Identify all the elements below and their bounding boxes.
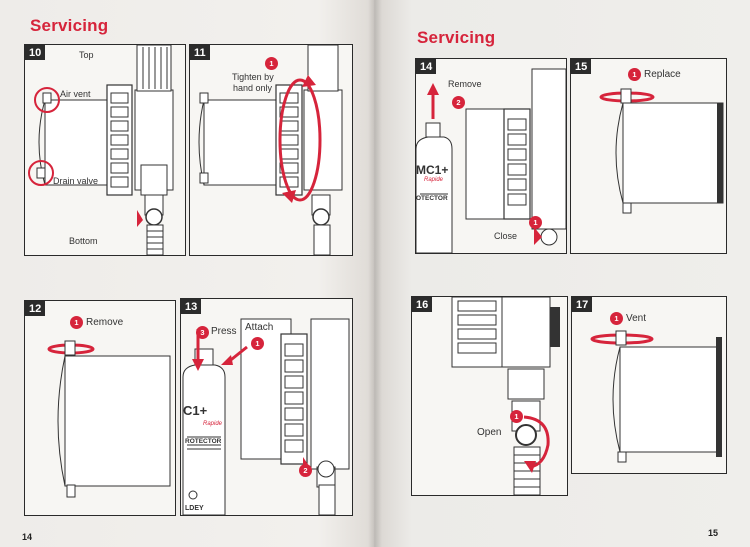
step-13-panel: 13 bbox=[180, 298, 353, 516]
label-remove: Remove bbox=[86, 317, 124, 328]
right-page: Servicing 14 Remove 2 Close 1 M bbox=[374, 0, 750, 547]
step-number: 11 bbox=[190, 45, 210, 60]
step-15-panel: 15 1 Replace bbox=[570, 58, 727, 254]
label-drain-valve: Drain valve bbox=[53, 176, 99, 186]
pump-diagram bbox=[590, 330, 722, 463]
brand-name: LDEY bbox=[185, 505, 204, 512]
step-12-panel: 12 1 Remove bbox=[24, 300, 176, 516]
step-number: 17 bbox=[572, 297, 593, 312]
label-tighten-line2: hand only bbox=[233, 83, 273, 93]
label-air-vent: Air vent bbox=[60, 89, 91, 99]
page-number: 15 bbox=[708, 528, 719, 538]
label-tighten-line1: Tighten by bbox=[232, 72, 274, 82]
badge-remove: 2 bbox=[452, 96, 465, 109]
page-number: 14 bbox=[22, 532, 33, 542]
step-number: 15 bbox=[571, 59, 592, 74]
step-number: 16 bbox=[412, 297, 433, 312]
label-close: Close bbox=[494, 231, 518, 241]
step-number: 12 bbox=[25, 301, 46, 316]
step-11-panel: 11 1 Tighten by hand only bbox=[189, 44, 353, 256]
left-page: Servicing 10 bbox=[0, 0, 374, 547]
step-badge: 1 bbox=[265, 57, 278, 70]
pump-diagram bbox=[182, 318, 350, 515]
label-attach: Attach bbox=[245, 322, 274, 333]
label-open: Open bbox=[477, 427, 502, 438]
page-heading: Servicing bbox=[30, 16, 109, 35]
product-sub: Rapide bbox=[203, 421, 223, 427]
step-10-panel: 10 bbox=[24, 44, 186, 256]
badge-valve: 2 bbox=[299, 464, 312, 477]
book-gutter bbox=[368, 0, 382, 547]
product-name: C1+ bbox=[183, 403, 208, 418]
step-number: 13 bbox=[181, 299, 202, 314]
pump-diagram bbox=[47, 340, 171, 498]
pump-diagram bbox=[451, 297, 560, 495]
badge-close: 1 bbox=[529, 216, 542, 229]
label-vent: Vent bbox=[626, 313, 647, 324]
pump-diagram bbox=[198, 45, 343, 255]
step-number: 10 bbox=[25, 45, 46, 60]
step-number: 14 bbox=[416, 59, 437, 74]
step-badge: 1 bbox=[628, 68, 641, 81]
page-heading: Servicing bbox=[417, 28, 496, 47]
step-14-panel: 14 Remove 2 Close 1 MC1+ Rapide OTEC bbox=[415, 58, 567, 254]
pump-diagram bbox=[599, 88, 724, 214]
step-badge: 1 bbox=[510, 410, 523, 423]
product-line: ROTECTOR bbox=[185, 438, 222, 445]
label-bottom: Bottom bbox=[69, 236, 98, 246]
product-name: MC1+ bbox=[416, 163, 449, 177]
pump-diagram bbox=[28, 45, 174, 255]
step-badge: 1 bbox=[70, 316, 83, 329]
step-16-panel: 16 1 Open bbox=[411, 296, 568, 496]
product-sub: Rapide bbox=[424, 177, 444, 183]
badge-attach: 1 bbox=[251, 337, 264, 350]
label-press: Press bbox=[211, 326, 237, 337]
step-badge: 1 bbox=[610, 312, 623, 325]
label-replace: Replace bbox=[644, 69, 681, 80]
label-top: Top bbox=[79, 50, 94, 60]
label-remove: Remove bbox=[448, 79, 482, 89]
pump-diagram bbox=[416, 68, 566, 253]
badge-press: 3 bbox=[196, 326, 209, 339]
step-17-panel: 17 1 Vent bbox=[571, 296, 727, 474]
product-line: OTECTOR bbox=[416, 195, 448, 202]
